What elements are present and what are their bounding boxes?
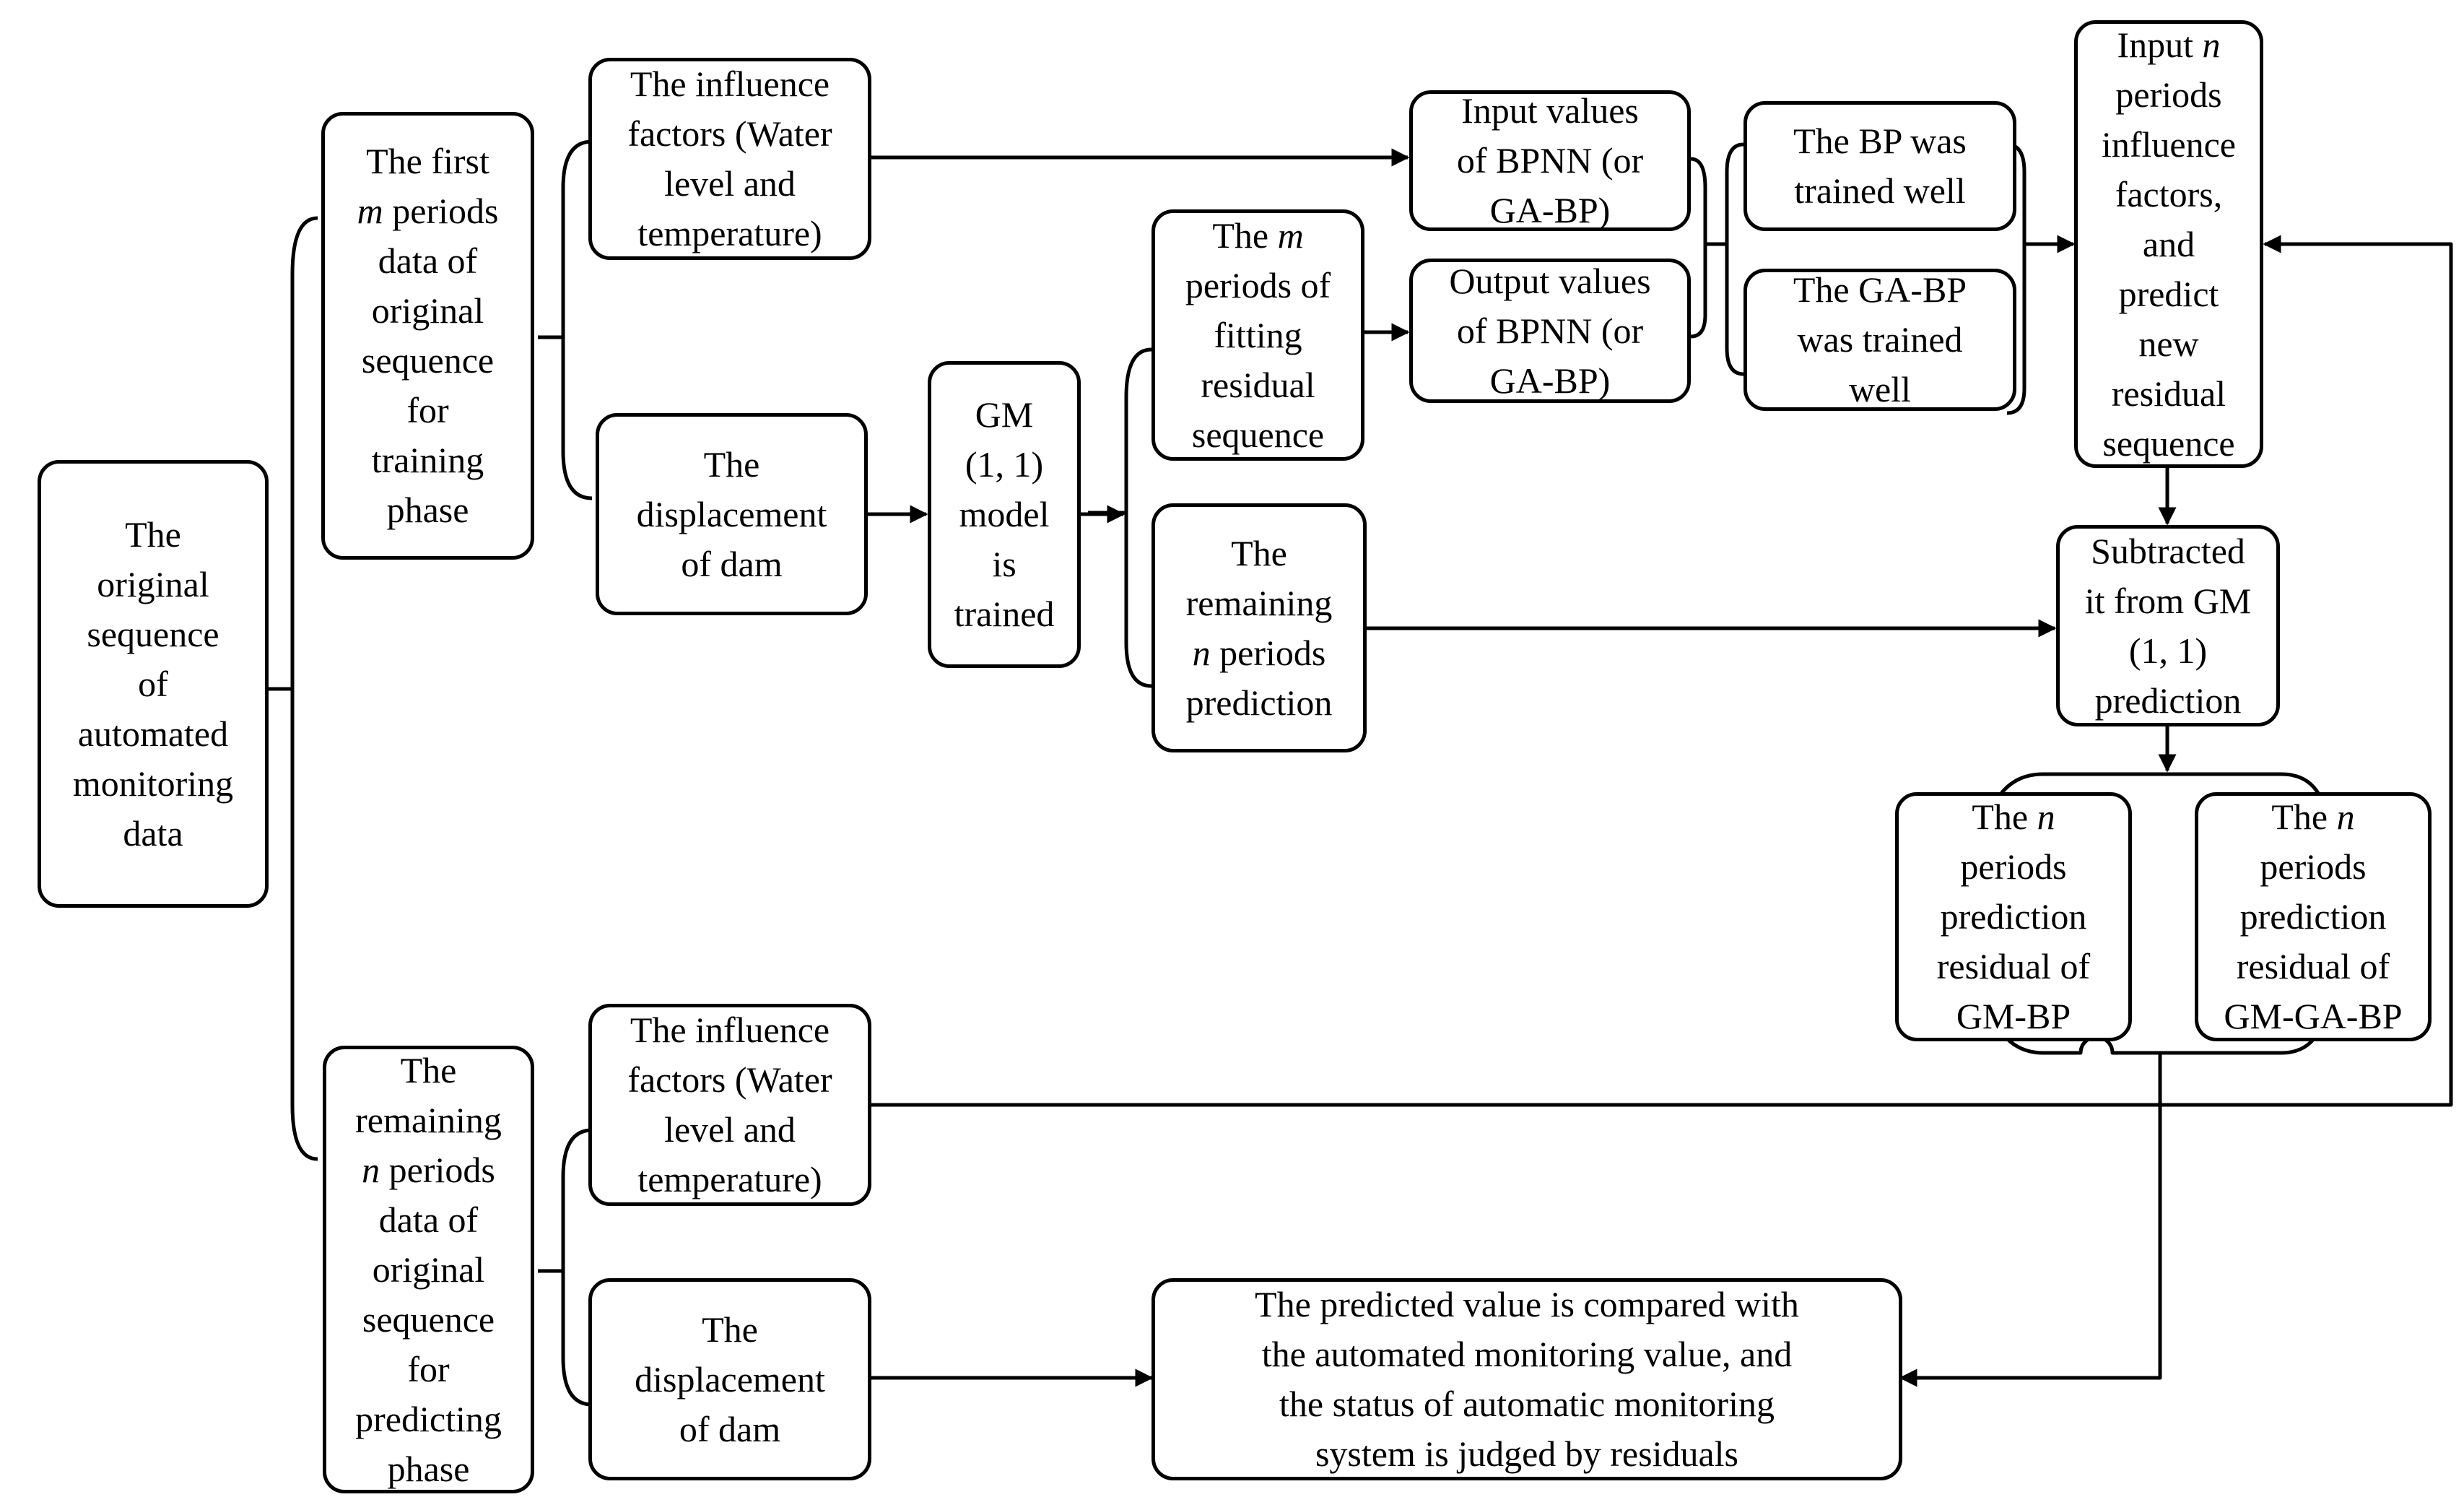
first-m-periods-label: The first m periods data of original seq… [357, 141, 499, 530]
bp-trained-label: The BP was trained well [1793, 121, 1967, 211]
influence-factors-predicting-label: The influence factors (Water level and t… [627, 1010, 832, 1199]
subtracted-box: Subtracted it from GM (1, 1) prediction [2056, 525, 2280, 726]
output-values-bpnn-box: Output values of BPNN (or GA-BP) [1409, 259, 1691, 403]
remaining-n-prediction-label: The remaining n periods prediction [1185, 532, 1333, 723]
input-n-periods-label: Input n periods influence factors, and p… [2101, 24, 2236, 464]
displacement-training-box: The displacement of dam [596, 413, 868, 615]
m-periods-fitting-box: The m periods of fitting residual sequen… [1152, 209, 1364, 461]
brace-training [538, 139, 593, 500]
first-m-periods-box: The first m periods data of original seq… [321, 112, 534, 560]
comparison-label: The predicted value is compared with the… [1255, 1284, 1799, 1474]
arrow-residuals-to-comparison [1899, 1053, 2162, 1387]
remaining-n-periods-box: The remaining n periods data of original… [323, 1046, 534, 1493]
brace-original [269, 216, 318, 1161]
residual-gm-ga-bp-box: The n periods prediction residual of GM-… [2195, 792, 2432, 1041]
remaining-n-prediction-box: The remaining n periods prediction [1152, 503, 1367, 752]
comparison-box: The predicted value is compared with the… [1152, 1278, 1902, 1480]
gm-model-box: GM (1, 1) model is trained [928, 361, 1081, 668]
input-values-bpnn-label: Input values of BPNN (or GA-BP) [1456, 90, 1644, 230]
bp-trained-box: The BP was trained well [1743, 101, 2016, 231]
input-values-bpnn-box: Input values of BPNN (or GA-BP) [1409, 90, 1691, 231]
influence-factors-training-label: The influence factors (Water level and t… [627, 64, 832, 253]
arrow-influence-predicting-feedback [870, 235, 2453, 1107]
displacement-predicting-label: The displacement of dam [635, 1309, 825, 1449]
original-sequence-label: The original sequence of automated monit… [72, 513, 234, 854]
residual-gm-bp-box: The n periods prediction residual of GM-… [1895, 792, 2132, 1041]
brace-bpnn-left [1690, 157, 1727, 339]
remaining-n-periods-label: The remaining n periods data of original… [355, 1049, 502, 1489]
brace-bpnn-right [1725, 142, 1744, 376]
m-periods-fitting-label: The m periods of fitting residual sequen… [1185, 214, 1331, 455]
original-sequence-box: The original sequence of automated monit… [38, 460, 269, 908]
gabp-trained-box: The GA-BP was trained well [1743, 269, 2016, 411]
residual-gm-ga-bp-label: The n periods prediction residual of GM-… [2224, 797, 2403, 1036]
displacement-predicting-box: The displacement of dam [588, 1278, 871, 1480]
influence-factors-predicting-box: The influence factors (Water level and t… [588, 1004, 871, 1206]
residual-gm-bp-label: The n periods prediction residual of GM-… [1936, 797, 2091, 1036]
gabp-trained-label: The GA-BP was trained well [1793, 269, 1967, 409]
input-n-periods-box: Input n periods influence factors, and p… [2074, 20, 2263, 468]
brace-predicting [538, 1128, 593, 1407]
displacement-training-label: The displacement of dam [636, 443, 827, 584]
subtracted-label: Subtracted it from GM (1, 1) prediction [2084, 530, 2252, 721]
influence-factors-training-box: The influence factors (Water level and t… [588, 58, 871, 260]
gm-model-label: GM (1, 1) model is trained [954, 394, 1055, 634]
output-values-bpnn-label: Output values of BPNN (or GA-BP) [1449, 260, 1651, 401]
brace-gm-outputs [1088, 347, 1152, 688]
